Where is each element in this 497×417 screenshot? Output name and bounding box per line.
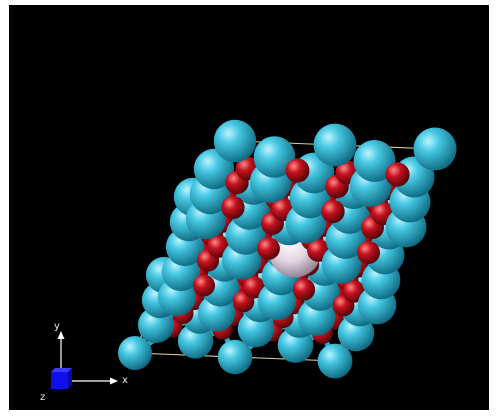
z-axis-label: z	[40, 392, 46, 403]
anion-atom	[193, 274, 215, 297]
x-axis-arrow-icon	[110, 377, 118, 385]
anion-atom	[357, 241, 380, 264]
anion-atom	[385, 162, 410, 187]
anion-atom	[292, 278, 316, 301]
cation-atom	[253, 136, 296, 178]
x-axis-label: x	[122, 375, 128, 386]
anion-atom	[321, 199, 345, 224]
axis-triad	[51, 331, 118, 389]
cation-atom	[317, 343, 353, 379]
crystal-structure-scene	[118, 119, 457, 379]
cation-atom	[217, 339, 253, 375]
anion-atom	[285, 158, 310, 183]
cation-atom	[213, 119, 257, 163]
cation-atom	[118, 336, 152, 370]
cation-atom	[313, 123, 357, 167]
anion-atom	[257, 237, 280, 260]
anion-atom	[221, 195, 245, 220]
cation-atom	[413, 127, 457, 171]
axis-origin-cube-icon	[51, 372, 68, 389]
structure-viewport[interactable]: y x z	[9, 5, 489, 410]
y-axis-label: y	[54, 321, 60, 332]
atom-layer	[118, 119, 457, 379]
cation-atom	[353, 140, 396, 182]
y-axis-arrow-icon	[57, 331, 65, 339]
